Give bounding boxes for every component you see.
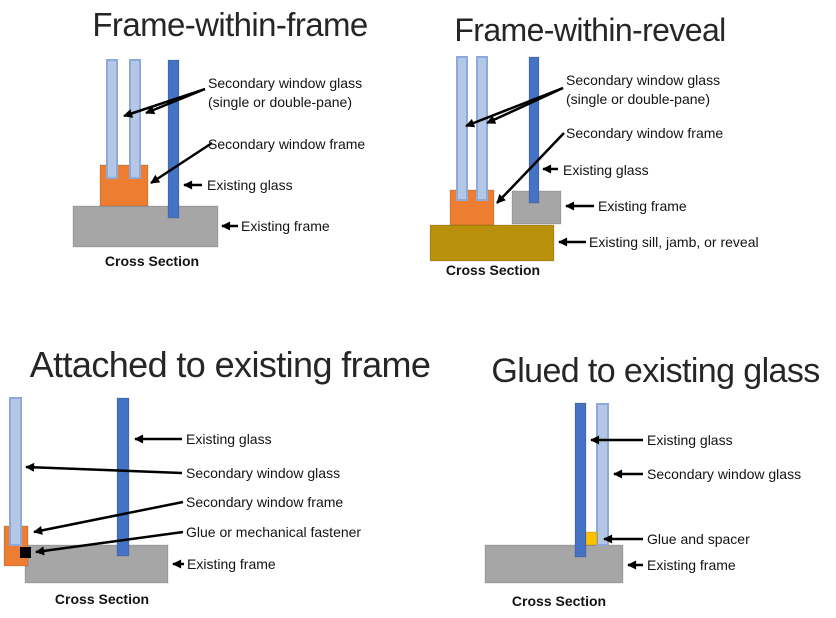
label-existing-frame: Existing frame (598, 198, 687, 214)
caption-cross-section: Cross Section (511, 593, 607, 609)
label-secondary-window-glass: Secondary window glass (single or double… (566, 72, 721, 107)
caption-cross-section: Cross Section (54, 591, 150, 607)
caption-cross-section: Cross Section (104, 253, 200, 269)
label-existing-glass: Existing glass (647, 432, 733, 448)
glue-and-spacer (585, 531, 598, 546)
panel-title-attached-to-existing-frame: Attached to existing frame (29, 344, 431, 385)
arrow-glue-fastener (35, 530, 184, 556)
arrow-secondary-glass-2 (145, 87, 206, 115)
label-existing-glass: Existing glass (207, 177, 293, 193)
label-existing-glass: Existing glass (563, 162, 649, 178)
panel-frame-within-frame-shapes (72, 59, 238, 248)
arrow-secondary-glass-2 (486, 86, 564, 125)
existing-sill (429, 224, 555, 262)
label-secondary-window-glass: Secondary window glass (647, 466, 802, 482)
existing-frame (484, 544, 624, 584)
panel-title-glued-to-existing-glass: Glued to existing glass (491, 352, 820, 390)
label-existing-frame: Existing frame (187, 556, 276, 572)
panel-frame-within-reveal-shapes (429, 56, 594, 262)
arrow-secondary-frame (150, 141, 213, 185)
label-existing-frame: Existing frame (241, 218, 330, 234)
panel-title-frame-within-frame: Frame-within-frame (92, 6, 368, 43)
label-glue-spacer: Glue and spacer (647, 531, 750, 547)
label-existing-frame: Existing frame (647, 557, 736, 573)
label-secondary-window-frame: Secondary window frame (566, 125, 724, 141)
existing-glass-pane (574, 402, 587, 558)
secondary-glass-pane (596, 403, 609, 546)
secondary-glass-pane (9, 397, 22, 546)
label-secondary-window-frame: Secondary window frame (208, 136, 366, 152)
arrow-secondary-frame (496, 132, 565, 204)
label-secondary-window-frame: Secondary window frame (186, 494, 344, 510)
panel-title-frame-within-reveal: Frame-within-reveal (454, 12, 726, 48)
secondary-glass-pane-1 (456, 56, 468, 201)
arrow-secondary-glass (25, 462, 183, 475)
arrow-secondary-frame (33, 500, 184, 535)
existing-glass-pane (116, 397, 130, 557)
label-existing-glass: Existing glass (186, 431, 272, 447)
caption-cross-section: Cross Section (445, 262, 541, 278)
existing-glass-pane (528, 56, 540, 204)
label-secondary-window-glass: Secondary window glass (186, 465, 341, 481)
existing-glass-pane (167, 59, 180, 219)
existing-frame (72, 205, 219, 248)
secondary-glass-pane-1 (106, 59, 118, 179)
glue-or-fastener (20, 547, 31, 558)
label-existing-sill: Existing sill, jamb, or reveal (589, 234, 759, 250)
label-secondary-window-glass: Secondary window glass (single or double… (208, 75, 363, 110)
panel-glued-to-existing-glass-shapes (484, 402, 643, 584)
panel-attached-to-existing-frame-shapes (3, 397, 184, 584)
label-glue-fastener: Glue or mechanical fastener (186, 524, 362, 540)
secondary-glass-pane-2 (129, 59, 141, 179)
secondary-glass-pane-2 (476, 56, 488, 201)
